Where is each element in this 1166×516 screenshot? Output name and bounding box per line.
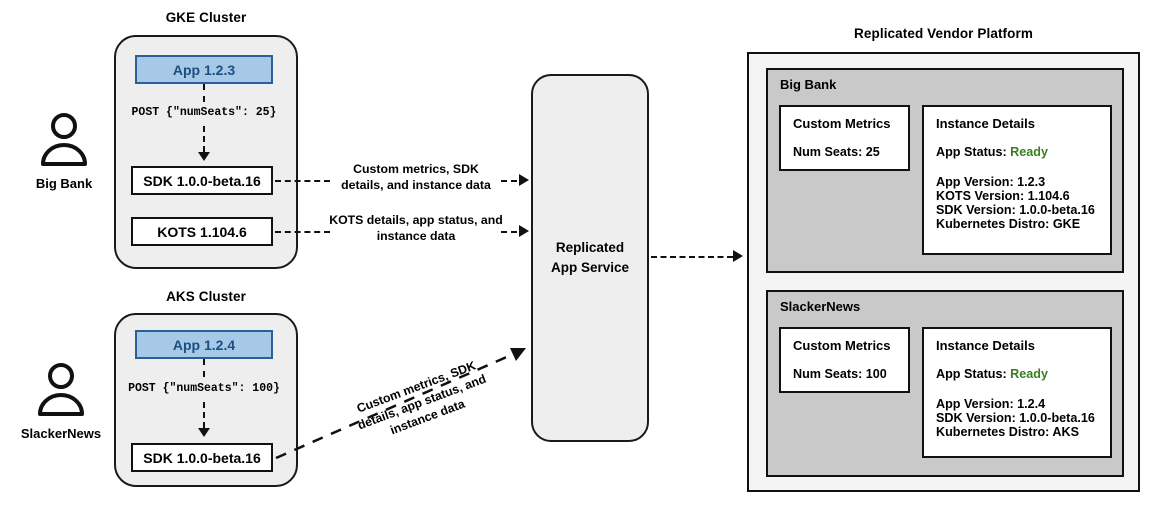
flow-service-to-vendor-dash: [651, 256, 733, 258]
slackernews-num-seats: Num Seats: 100: [793, 367, 887, 381]
slackernews-app-version: App Version: 1.2.4: [936, 397, 1046, 411]
big-bank-custom-metrics-box: Custom Metrics Num Seats: 25: [779, 105, 910, 171]
user-icon: [41, 113, 87, 166]
flow-gke-kots-dash-left: [275, 231, 330, 233]
flow-gke-kots-label-line2: instance data: [376, 229, 456, 244]
gke-sdk-box[interactable]: SDK 1.0.0-beta.16: [131, 166, 273, 195]
user-slackernews: SlackerNews: [8, 362, 114, 441]
status-badge: Ready: [1010, 145, 1048, 159]
gke-post-to-sdk-connector: [203, 126, 205, 152]
user-big-bank: Big Bank: [22, 112, 106, 191]
user-icon: [38, 363, 84, 416]
big-bank-instance-details-title: Instance Details: [936, 116, 1035, 131]
aks-app-box[interactable]: App 1.2.4: [135, 330, 273, 359]
flow-gke-sdk-label: Custom metrics, SDK details, and instanc…: [332, 161, 500, 193]
flow-gke-kots-dash-right: [501, 231, 517, 233]
gke-post-label: POST {"numSeats": 25}: [131, 106, 277, 119]
aks-cluster-title: AKS Cluster: [166, 289, 246, 304]
flow-gke-sdk-dash-left: [275, 180, 330, 182]
service-title-line1: Replicated: [555, 240, 625, 256]
big-bank-custom-metrics-title: Custom Metrics: [793, 116, 891, 131]
slackernews-sdk-version: SDK Version: 1.0.0-beta.16: [936, 411, 1095, 425]
big-bank-num-seats: Num Seats: 25: [793, 145, 880, 159]
aks-post-to-sdk-arrowhead: [198, 428, 210, 437]
user-big-bank-label: Big Bank: [35, 176, 93, 191]
slackernews-custom-metrics-title: Custom Metrics: [793, 338, 891, 353]
gke-app-to-post-connector: [203, 84, 205, 102]
flow-gke-sdk-dash-right: [501, 180, 517, 182]
big-bank-instance-details-box: Instance Details App Status: Ready App V…: [922, 105, 1112, 255]
aks-sdk-box[interactable]: SDK 1.0.0-beta.16: [131, 443, 273, 472]
status-badge: Ready: [1010, 367, 1048, 381]
vendor-panel-slackernews-title: SlackerNews: [780, 299, 861, 314]
flow-gke-kots-arrowhead: [519, 225, 529, 237]
big-bank-kots-version: KOTS Version: 1.104.6: [936, 189, 1070, 203]
flow-service-to-vendor-arrowhead: [733, 250, 743, 262]
aks-post-to-sdk-connector: [203, 402, 205, 428]
vendor-panel-big-bank-title: Big Bank: [780, 77, 837, 92]
big-bank-k8s-distro: Kubernetes Distro: GKE: [936, 217, 1081, 231]
big-bank-app-status-label: App Status:: [936, 145, 1007, 159]
flow-gke-sdk-label-line2: details, and instance data: [341, 178, 491, 193]
slackernews-instance-details-title: Instance Details: [936, 338, 1035, 353]
flow-gke-sdk-label-line1: Custom metrics, SDK: [353, 162, 479, 176]
big-bank-app-version: App Version: 1.2.3: [936, 175, 1046, 189]
vendor-platform-title: Replicated Vendor Platform: [854, 26, 1033, 41]
slackernews-app-status: App Status: Ready: [936, 367, 1110, 381]
gke-kots-box[interactable]: KOTS 1.104.6: [131, 217, 273, 246]
flow-gke-kots-label: KOTS details, app status, and instance d…: [326, 212, 506, 244]
flow-gke-kots-label-line1: KOTS details, app status, and: [329, 213, 503, 227]
big-bank-app-status: App Status: Ready: [936, 145, 1110, 159]
replicated-app-service-box[interactable]: Replicated App Service: [531, 74, 649, 442]
service-title-line2: App Service: [550, 260, 630, 275]
flow-aks-sdk-line: [275, 348, 526, 460]
big-bank-sdk-version: SDK Version: 1.0.0-beta.16: [936, 203, 1095, 217]
slackernews-k8s-distro: Kubernetes Distro: AKS: [936, 425, 1079, 439]
user-slackernews-label: SlackerNews: [20, 426, 102, 441]
gke-post-to-sdk-arrowhead: [198, 152, 210, 161]
aks-post-label: POST {"numSeats": 100}: [128, 382, 280, 395]
flow-gke-sdk-arrowhead: [519, 174, 529, 186]
gke-app-box[interactable]: App 1.2.3: [135, 55, 273, 84]
slackernews-app-status-label: App Status:: [936, 367, 1007, 381]
slackernews-custom-metrics-box: Custom Metrics Num Seats: 100: [779, 327, 910, 393]
gke-cluster-title: GKE Cluster: [165, 10, 247, 25]
slackernews-instance-details-box: Instance Details App Status: Ready App V…: [922, 327, 1112, 458]
aks-app-to-post-connector: [203, 359, 205, 377]
